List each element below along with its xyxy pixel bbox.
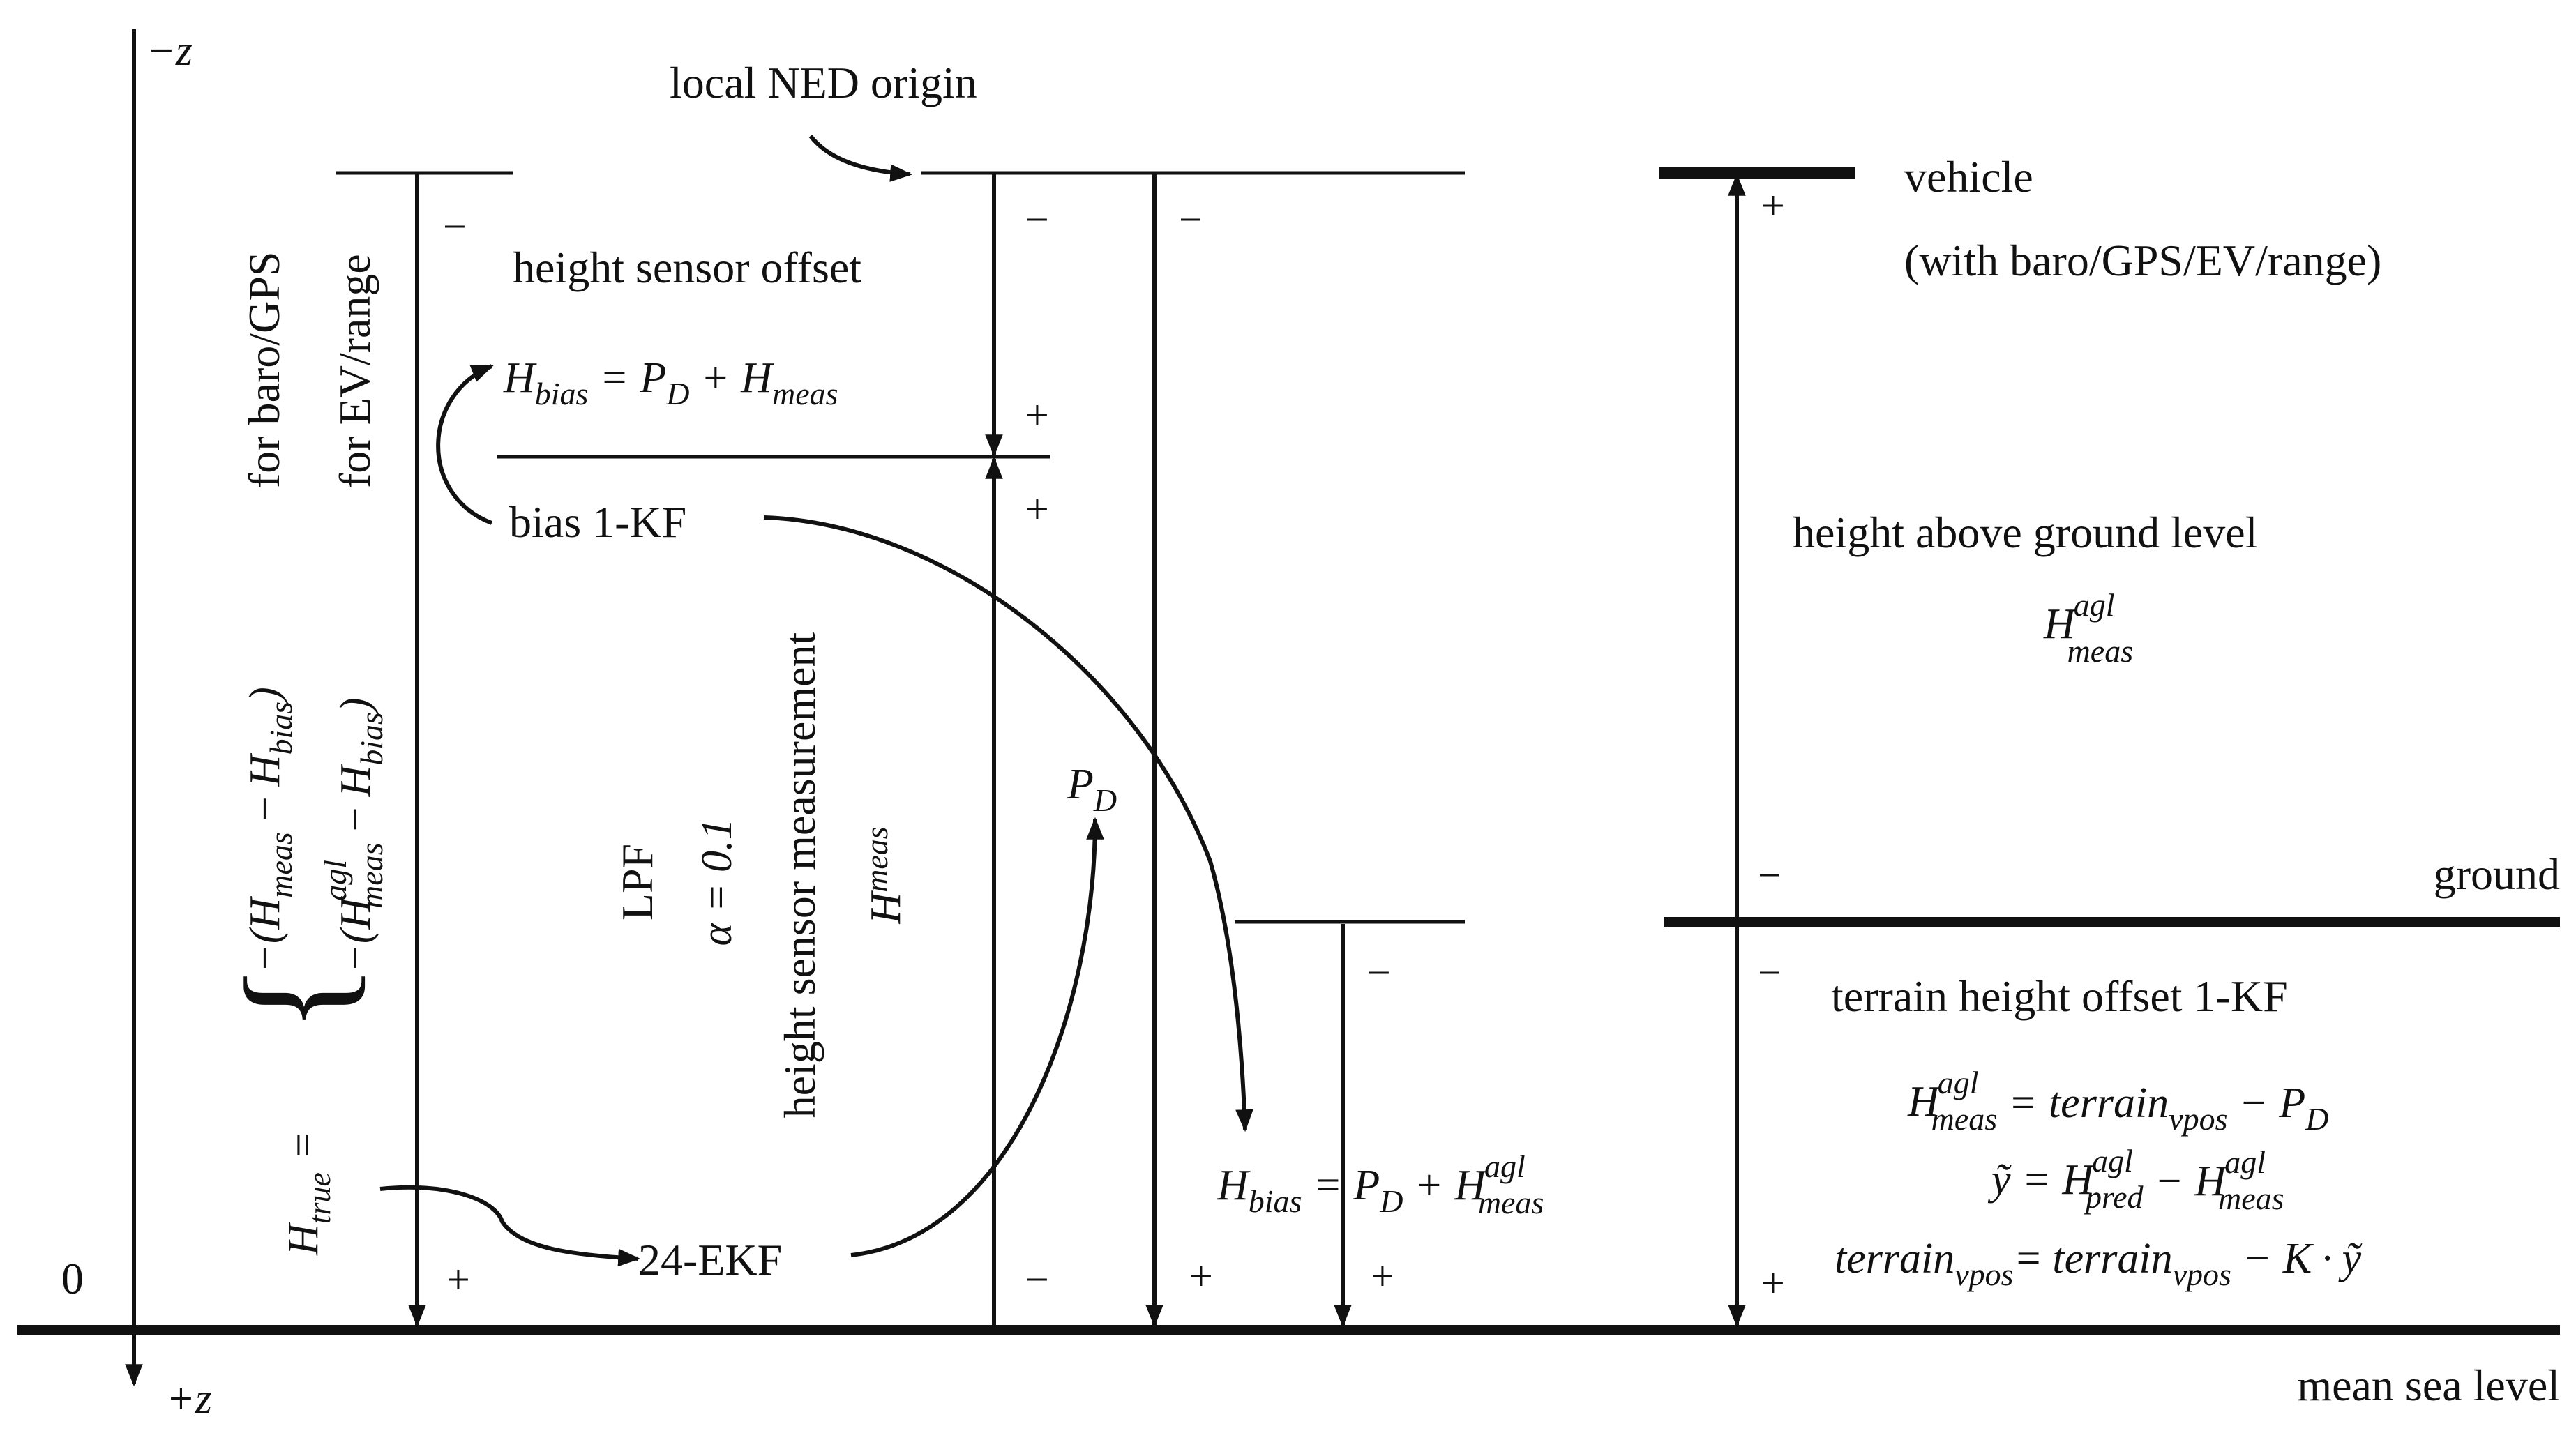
sign-vehicle-msl-bottom: + <box>1761 1260 1785 1306</box>
terrain-offset-kf-label: terrain height offset 1-KF <box>1831 971 2288 1021</box>
sign-pd-top: − <box>1179 197 1203 243</box>
vehicle-label: vehicle <box>1904 152 2033 202</box>
zero-label: 0 <box>61 1254 84 1303</box>
bias-kf-loop-arrow <box>436 364 494 525</box>
lpf-label: LPF <box>612 844 662 920</box>
sign-offset-bottom: + <box>1025 392 1049 438</box>
bias-kf-to-hbias-arrow <box>763 515 1253 1132</box>
ground-label: ground <box>2434 849 2560 899</box>
ned-origin-pointer <box>808 135 913 182</box>
ekf-label: 24-EKF <box>638 1235 782 1284</box>
h-bias-baro-equation: Hbias=PD+Hmeas <box>503 354 838 411</box>
pd-label: PD <box>1067 761 1117 818</box>
baro-gps-branch: −(Hmeas−Hbias) <box>241 687 299 973</box>
sign-offset-top: − <box>1025 197 1049 243</box>
neg-z-label: −z <box>146 27 193 75</box>
sign-meas-top: + <box>1025 486 1049 532</box>
sign-agl-bottom: − <box>1758 852 1782 898</box>
sign-agl-top: + <box>1761 183 1785 229</box>
sign-htrue-bottom: + <box>446 1257 470 1303</box>
ev-range-branch: −(Haglmeas−Hbias) <box>317 697 389 973</box>
h-meas-rotated-label: Hmeas <box>859 826 910 924</box>
height-above-ground-label: height above ground level <box>1793 508 2257 557</box>
sign-meas-bottom: − <box>1025 1257 1049 1303</box>
h-true-equation: Htrue= { −(Hmeas−Hbias) for baro/GPS −(H… <box>216 251 389 1256</box>
height-sensor-measurement-label: height sensor measurement <box>775 632 824 1118</box>
height-sensor-offset-label: height sensor offset <box>513 243 861 292</box>
svg-text:Htrue=: Htrue= <box>280 1130 337 1256</box>
bias-kf-label: bias 1-KF <box>509 497 686 547</box>
piecewise-brace: { <box>216 963 377 1033</box>
terrain-eq-3: terrainvpos=terrainvpos−K·ỹ <box>1835 1235 2363 1292</box>
h-true-to-ekf-arrow <box>379 1185 641 1267</box>
sign-htrue-top: − <box>443 204 467 250</box>
alpha-label: α = 0.1 <box>693 819 741 946</box>
sign-vehicle-msl-top: − <box>1758 950 1782 996</box>
pos-z-label: +z <box>166 1375 212 1423</box>
ekf-to-pd-arrow <box>850 817 1104 1257</box>
local-ned-origin-label: local NED origin <box>670 58 977 107</box>
sign-pd-bottom: + <box>1189 1253 1213 1299</box>
sign-terrain-top: − <box>1367 950 1391 996</box>
mean-sea-level-label: mean sea level <box>2297 1360 2560 1410</box>
vehicle-sensors-label: (with baro/GPS/EV/range) <box>1904 236 2381 285</box>
sign-terrain-bottom: + <box>1371 1253 1394 1299</box>
for-baro-gps-label: for baro/GPS <box>239 251 289 488</box>
for-ev-range-label: for EV/range <box>330 254 379 488</box>
